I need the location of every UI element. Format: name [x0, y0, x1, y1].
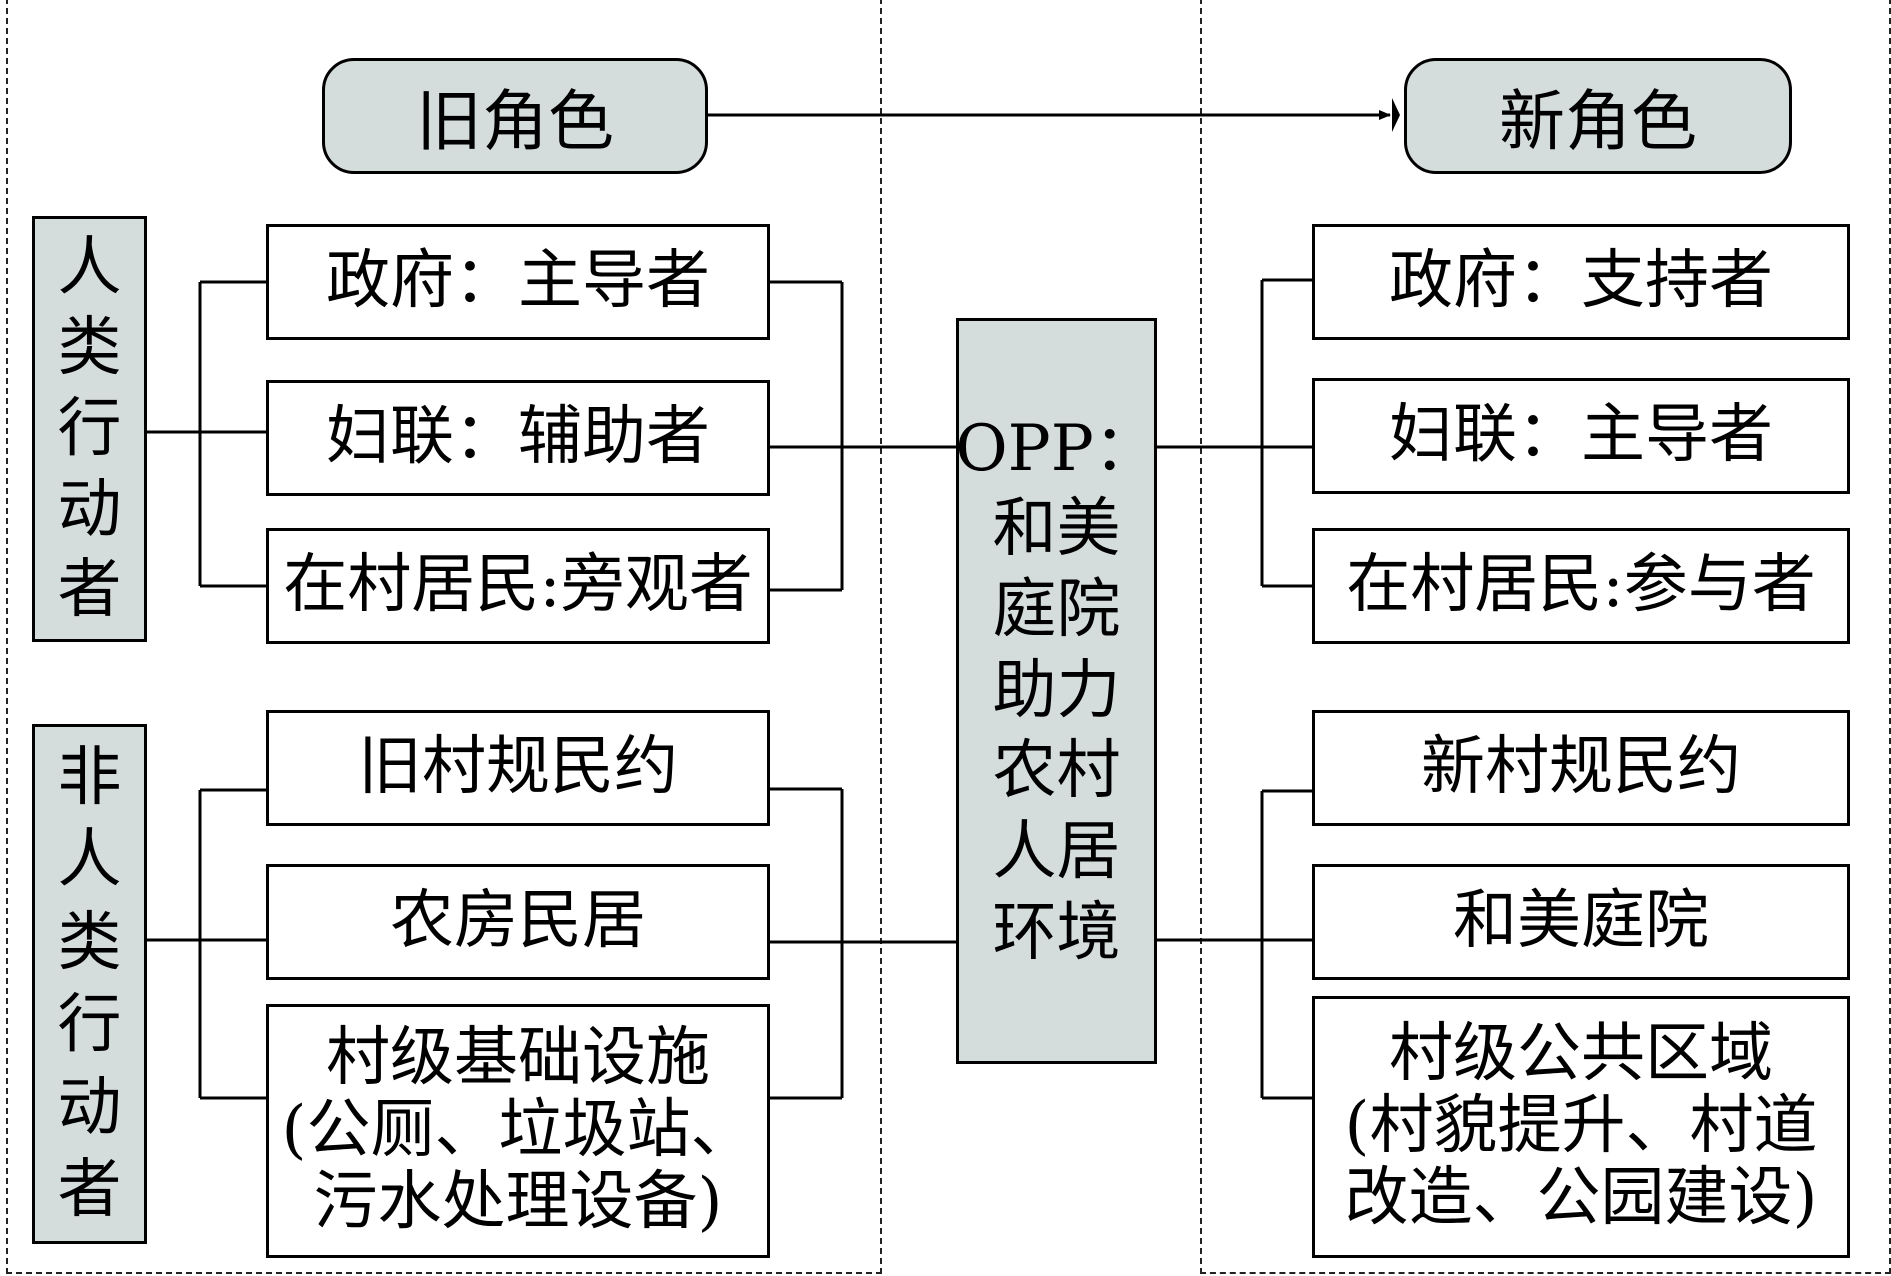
- old-role-group-frame: [6, 0, 882, 1274]
- left-human-box-womens-federation: 妇联：辅助者: [266, 380, 770, 496]
- new-role-label: 新角色: [1404, 58, 1792, 174]
- left-human-box-residents: 在村居民:旁观者: [266, 528, 770, 644]
- right-nonhuman-box-public-areas: 村级公共区域 (村貌提升、村道 改造、公园建设): [1312, 996, 1850, 1258]
- nonhuman-actors-char: 行: [57, 988, 122, 1063]
- center-opp-line: 农村: [992, 734, 1121, 809]
- right-nonhuman-box-courtyard: 和美庭院: [1312, 864, 1850, 980]
- human-actors-label: 人 类 行 动 者: [32, 216, 147, 642]
- human-actors-char: 人: [57, 230, 122, 305]
- left-nonhuman-box-houses: 农房民居: [266, 864, 770, 980]
- left-nonhuman-box-infrastructure: 村级基础设施 (公厕、垃圾站、 污水处理设备): [266, 1004, 770, 1258]
- left-nonhuman-box-old-rules: 旧村规民约: [266, 710, 770, 826]
- center-opp-line: 助力: [992, 653, 1121, 728]
- left-human-box-government: 政府：主导者: [266, 224, 770, 340]
- right-human-box-residents: 在村居民:参与者: [1312, 528, 1850, 644]
- old-role-label: 旧角色: [322, 58, 708, 174]
- human-actors-char: 者: [57, 553, 122, 628]
- right-nonhuman-box-new-rules: 新村规民约: [1312, 710, 1850, 826]
- center-opp-line: 庭院: [992, 573, 1121, 648]
- right-human-box-womens-federation: 妇联：主导者: [1312, 378, 1850, 494]
- center-opp-line: OPP：: [955, 411, 1158, 486]
- right-human-box-government: 政府：支持者: [1312, 224, 1850, 340]
- human-actors-char: 类: [57, 311, 122, 386]
- nonhuman-actors-char: 者: [57, 1153, 122, 1228]
- nonhuman-actors-char: 动: [57, 1070, 122, 1145]
- nonhuman-actors-char: 非: [57, 740, 122, 815]
- new-role-group-frame: [1200, 0, 1891, 1274]
- center-opp-box: OPP： 和美 庭院 助力 农村 人居 环境: [955, 318, 1158, 1064]
- nonhuman-actors-char: 人: [57, 823, 122, 898]
- nonhuman-actors-char: 类: [57, 905, 122, 980]
- center-opp-line: 和美: [992, 492, 1121, 567]
- center-opp-line: 环境: [992, 895, 1121, 970]
- human-actors-char: 行: [57, 391, 122, 466]
- human-actors-char: 动: [57, 472, 122, 547]
- center-opp-line: 人居: [992, 814, 1121, 889]
- nonhuman-actors-label: 非 人 类 行 动 者: [32, 724, 147, 1244]
